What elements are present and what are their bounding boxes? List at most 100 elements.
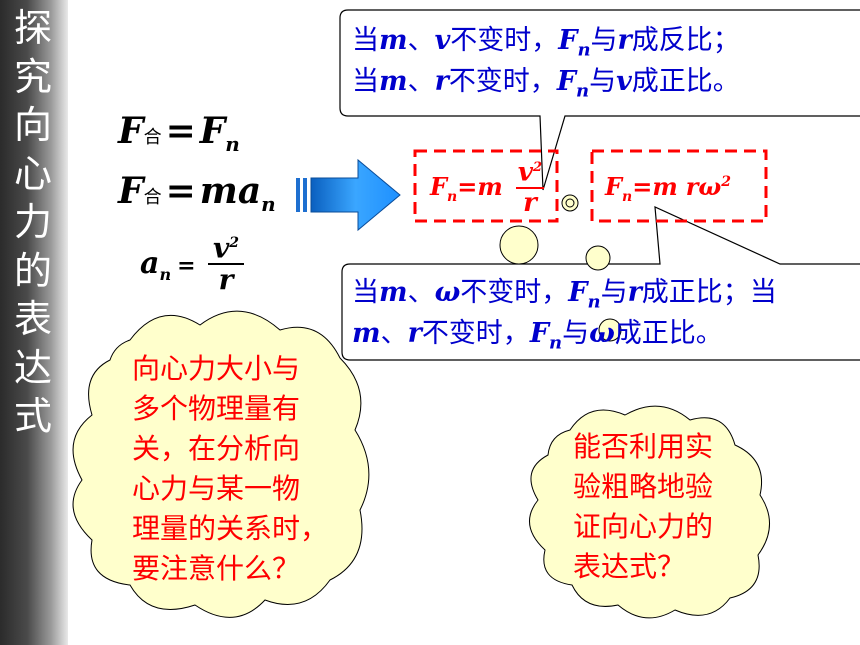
eq-lhs-sub: 合 [143, 127, 162, 148]
cloud-line: 表达式？ [573, 550, 686, 583]
var-F: F [558, 25, 578, 56]
frac-den: r [516, 186, 544, 217]
box2-F: F [605, 172, 623, 201]
sidebar-title-bar: 探究向心力的表达式 [0, 0, 68, 645]
eq-lhs-sub: n [159, 265, 172, 284]
formula-eq-2: F合=man [118, 170, 276, 216]
cloud-right-shape [529, 405, 770, 619]
box2-mid: =m [632, 172, 678, 201]
eq-lhs: a [140, 246, 160, 281]
var-r: r [407, 318, 422, 349]
var-r: r [434, 66, 449, 97]
box1-mid: =m [457, 172, 503, 201]
cloud-left-text: 向心力大小与 多个物理量有 关，在分析向 心力与某一物 理量的关系时， 要注意什… [132, 349, 328, 589]
formula-box-2 [590, 149, 768, 223]
var-m: m [379, 66, 408, 97]
callout-top-line-2: 当m、r不变时，Fn与v成正比。 [352, 61, 740, 111]
var-r: r [617, 25, 632, 56]
cloud-right-text: 能否利用实 验粗略地验 证向心力的 表达式？ [573, 427, 713, 587]
box1-fraction: v2 r [516, 154, 544, 217]
text-fragment: 当 [352, 277, 379, 308]
eq-sign: = [165, 110, 196, 152]
box2-sup: 2 [721, 174, 731, 190]
text-fragment: 与 [589, 66, 617, 97]
formula-eq-3-lhs: an = [140, 246, 202, 284]
callout-bottom-line-1: 当m、ω不变时，Fn与r成正比；当 [352, 272, 777, 322]
text-fragment: 、 [407, 25, 435, 56]
callout-top-line-1: 当m、v不变时，Fn与r成反比； [352, 20, 740, 70]
cloud-line: 多个物理量有 [132, 392, 301, 425]
var-n: n [577, 39, 591, 61]
text-fragment: 成反比； [631, 25, 740, 56]
text-fragment: 、 [407, 277, 435, 308]
var-F: F [568, 277, 588, 308]
arrow-right-icon [296, 158, 401, 232]
var-r: r [627, 277, 642, 308]
text-fragment: 当 [352, 66, 379, 97]
frac-num: v [517, 157, 534, 188]
var-n: n [587, 291, 601, 313]
box1-sub: n [447, 188, 458, 205]
frac-num-sup: 2 [533, 160, 543, 175]
text-fragment: 当 [352, 25, 379, 56]
text-fragment: 与 [562, 318, 590, 349]
frac-den: r [208, 263, 244, 295]
text-fragment: 成正比。 [614, 318, 723, 349]
cloud-line: 关，在分析向 [132, 432, 301, 465]
cloud-line: 理量的关系时， [132, 512, 329, 545]
eq-lhs: F [118, 110, 144, 152]
callout-bottom-line-2: m、r不变时，Fn与ω成正比。 [352, 313, 723, 363]
frac-num-sup: 2 [229, 235, 240, 251]
var-m: m [379, 277, 408, 308]
text-fragment: 、 [380, 318, 408, 349]
eq-rhs: F [199, 110, 226, 152]
frac-num: v [212, 231, 230, 265]
cloud-line: 证向心力的 [573, 510, 714, 543]
eq-sign: = [177, 253, 196, 279]
var-m: m [352, 318, 381, 349]
eq-sign: = [165, 170, 196, 212]
var-m: m [379, 25, 408, 56]
text-fragment: 不变时， [448, 66, 557, 97]
sidebar-title: 探究向心力的表达式 [13, 6, 52, 438]
var-n: n [548, 332, 563, 354]
thought-bubble-small [598, 318, 622, 342]
var-v: v [434, 25, 451, 56]
cloud-line: 向心力大小与 [132, 352, 301, 385]
var-v: v [616, 66, 632, 97]
formula-box-1 [413, 149, 559, 223]
eq-rhs-sub: n [261, 192, 276, 217]
var-n: n [575, 80, 590, 102]
cloud-line: 能否利用实 [573, 430, 714, 463]
var-omega: ω [589, 318, 615, 349]
text-fragment: 与 [600, 277, 628, 308]
text-fragment: 与 [590, 25, 618, 56]
eq-lhs-sub: 合 [143, 187, 162, 208]
text-fragment: 不变时， [421, 318, 530, 349]
var-F: F [556, 66, 576, 97]
var-F: F [529, 318, 549, 349]
text-fragment: 不变时， [460, 277, 569, 308]
cloud-left-shape [72, 310, 370, 618]
formula-eq-1: F合=Fn [118, 110, 240, 156]
var-omega: ω [434, 277, 461, 308]
text-fragment: 成正比。 [631, 66, 740, 97]
formula-eq-3-fraction: v2 r [208, 228, 244, 295]
eq-lhs: F [118, 170, 144, 212]
cloud-line: 要注意什么？ [132, 552, 301, 585]
eq-rhs-sub: n [225, 132, 240, 157]
text-fragment: 、 [407, 66, 435, 97]
box1-formula: Fn=m [430, 172, 503, 205]
text-fragment: 成正比；当 [641, 277, 777, 308]
text-fragment: 不变时， [450, 25, 559, 56]
box2-sub: n [622, 188, 633, 205]
cloud-line: 心力与某一物 [132, 472, 301, 505]
cloud-line: 验粗略地验 [573, 470, 714, 503]
box2-rest: rω [685, 172, 722, 201]
thought-bubbles [499, 194, 611, 271]
eq-rhs: ma [199, 170, 262, 212]
callout-top-shape [339, 9, 860, 191]
box1-F: F [430, 172, 448, 201]
